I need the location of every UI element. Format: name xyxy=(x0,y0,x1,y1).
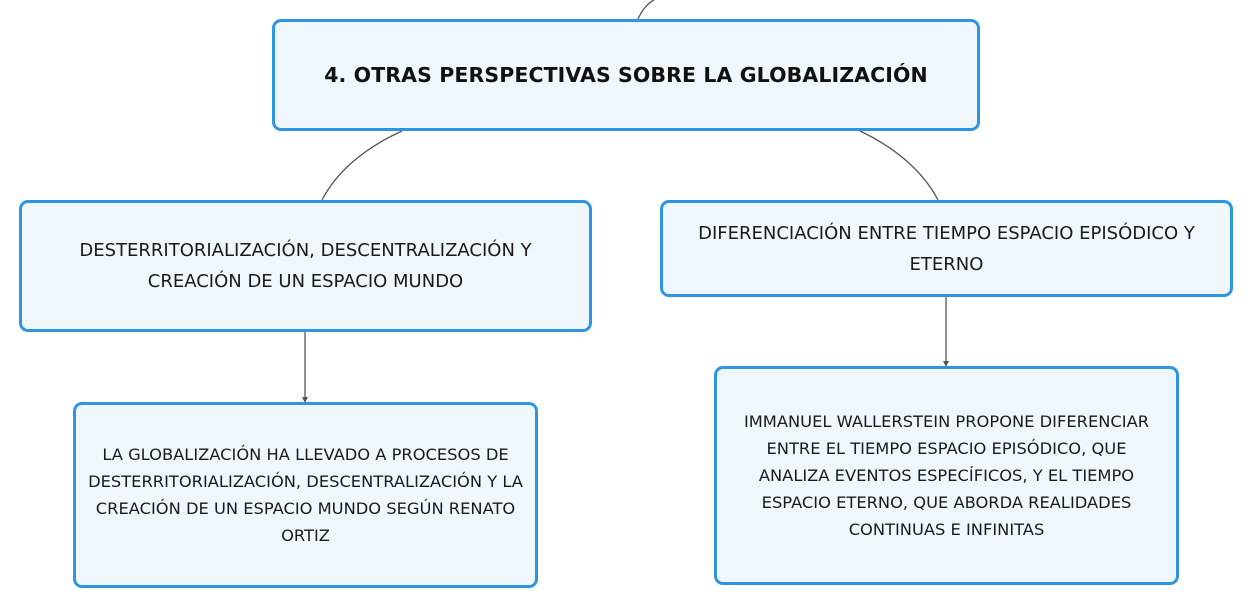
connector-root-right xyxy=(859,130,939,201)
right-branch-node[interactable]: DIFERENCIACIÓN ENTRE TIEMPO ESPACIO EPIS… xyxy=(660,200,1233,297)
connector-incoming-root xyxy=(637,0,655,20)
right-branch-text: DIFERENCIACIÓN ENTRE TIEMPO ESPACIO EPIS… xyxy=(698,222,1195,275)
left-child-text: LA GLOBALIZACIÓN HA LLEVADO A PROCESOS D… xyxy=(88,445,523,545)
connector-root-left xyxy=(321,130,403,201)
root-topic-node[interactable]: 4. OTRAS PERSPECTIVAS SOBRE LA GLOBALIZA… xyxy=(272,19,980,131)
right-child-text: IMMANUEL WALLERSTEIN PROPONE DIFERENCIAR… xyxy=(743,412,1150,539)
left-branch-node[interactable]: DESTERRITORIALIZACIÓN, DESCENTRALIZACIÓN… xyxy=(19,200,592,332)
left-branch-text: DESTERRITORIALIZACIÓN, DESCENTRALIZACIÓN… xyxy=(79,240,532,292)
right-child-node[interactable]: IMMANUEL WALLERSTEIN PROPONE DIFERENCIAR… xyxy=(714,366,1179,585)
root-topic-text: 4. OTRAS PERSPECTIVAS SOBRE LA GLOBALIZA… xyxy=(324,63,928,87)
left-child-node[interactable]: LA GLOBALIZACIÓN HA LLEVADO A PROCESOS D… xyxy=(73,402,538,588)
